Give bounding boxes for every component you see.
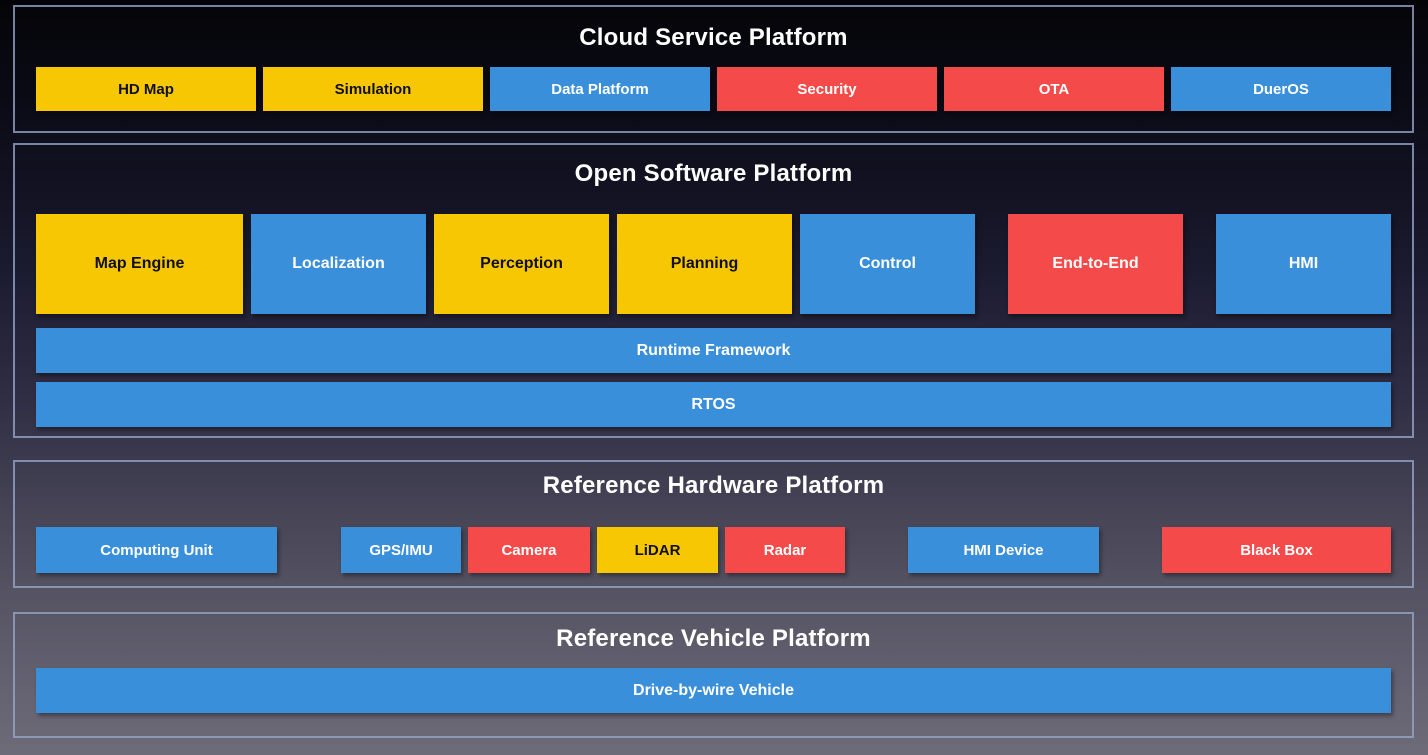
software-modules-row: Map Engine Localization Perception Plann… [15,214,1412,314]
section-title-cloud-service-platform: Cloud Service Platform [579,24,848,51]
box-radar: Radar [725,527,845,573]
box-simulation: Simulation [263,67,483,111]
box-ota: OTA [944,67,1164,111]
module-hmi: HMI [1216,214,1391,314]
module-control: Control [800,214,975,314]
box-data-platform: Data Platform [490,67,710,111]
section-title-reference-hardware-platform: Reference Hardware Platform [542,472,885,499]
bar-rtos: RTOS [36,382,1391,427]
box-black-box: Black Box [1162,527,1391,573]
hardware-row: Computing Unit GPS/IMU Camera LiDAR Rada… [15,527,1412,573]
cloud-services-row: HD Map Simulation Data Platform Security… [15,67,1412,111]
box-camera: Camera [468,527,590,573]
rtos-row: RTOS [15,382,1412,427]
box-hmi-device: HMI Device [908,527,1099,573]
section-title-open-software-platform: Open Software Platform [574,160,853,187]
section-title-reference-vehicle-platform: Reference Vehicle Platform [556,625,871,652]
bar-drive-by-wire-vehicle: Drive-by-wire Vehicle [36,668,1391,713]
section-open-software-platform: Open Software Platform Map Engine Locali… [13,143,1414,438]
vehicle-row: Drive-by-wire Vehicle [15,668,1412,713]
box-gps-imu: GPS/IMU [341,527,461,573]
module-perception: Perception [434,214,609,314]
box-lidar: LiDAR [597,527,718,573]
section-reference-vehicle-platform: Reference Vehicle Platform Drive-by-wire… [13,612,1414,738]
section-reference-hardware-platform: Reference Hardware Platform Computing Un… [13,460,1414,588]
bar-runtime-framework: Runtime Framework [36,328,1391,373]
runtime-framework-row: Runtime Framework [15,328,1412,373]
module-localization: Localization [251,214,426,314]
box-dueros: DuerOS [1171,67,1391,111]
module-planning: Planning [617,214,792,314]
box-hd-map: HD Map [36,67,256,111]
module-end-to-end: End-to-End [1008,214,1183,314]
box-security: Security [717,67,937,111]
box-computing-unit: Computing Unit [36,527,277,573]
section-cloud-service-platform: Cloud Service Platform HD Map Simulation… [13,5,1414,133]
module-map-engine: Map Engine [36,214,243,314]
